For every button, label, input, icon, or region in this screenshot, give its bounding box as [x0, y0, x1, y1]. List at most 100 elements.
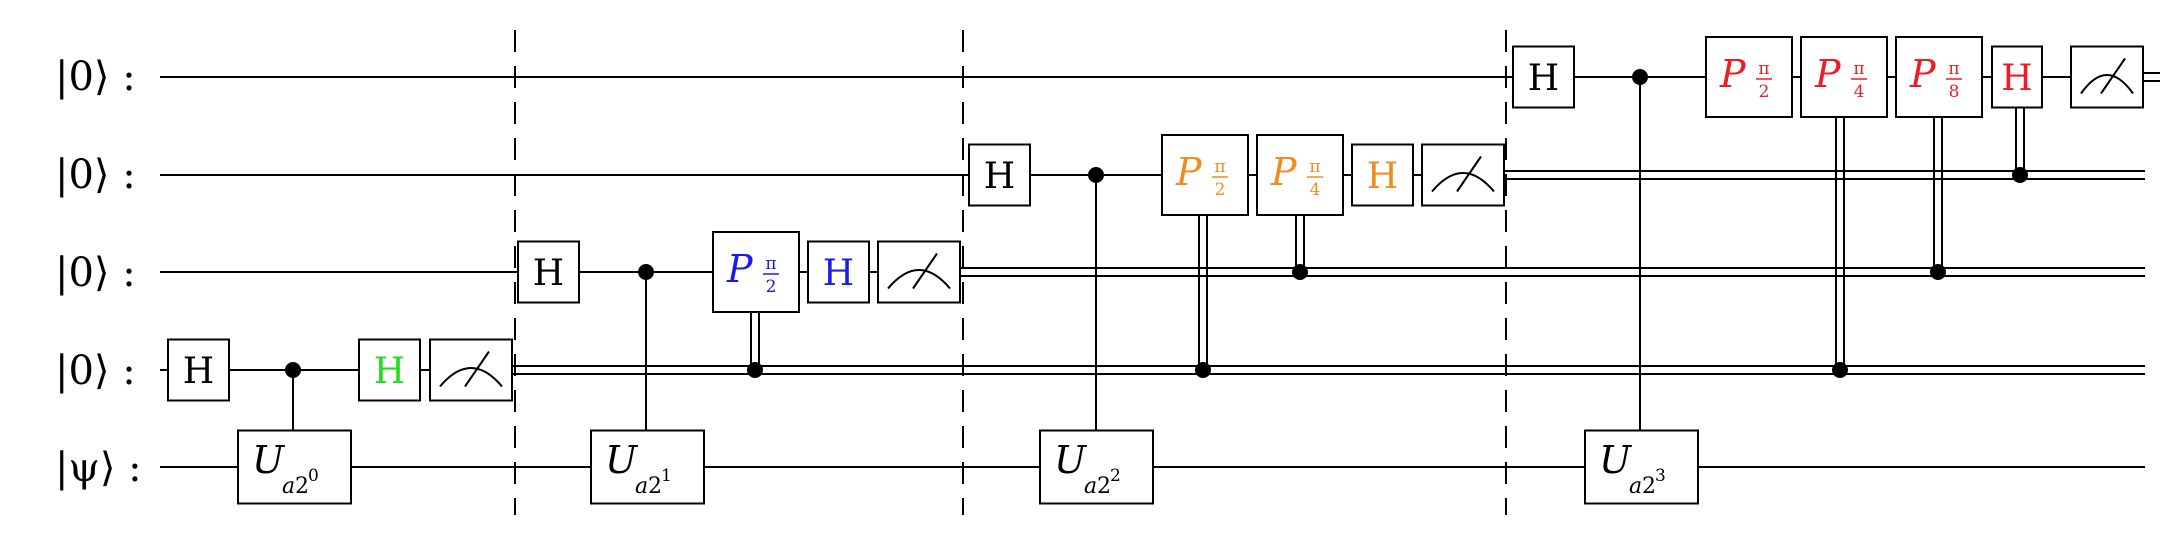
control-dot [1292, 264, 1308, 280]
qubit-label-3: |0⟩ : [55, 348, 136, 394]
control-dots-layer [285, 69, 2028, 378]
gate-label: U [252, 438, 286, 482]
gate-box [167, 338, 230, 402]
gate-superscript: 0 [308, 466, 319, 486]
meter-arc-icon [439, 367, 503, 388]
gate-box [590, 429, 705, 505]
meter-needle-icon [2100, 57, 2126, 95]
gate-label: H [1367, 156, 1398, 197]
hadamard-gate: H [807, 240, 870, 304]
meter-needle-icon [1456, 155, 1482, 193]
control-dot [1195, 362, 1211, 378]
wires-layer [160, 72, 2160, 468]
gate-box [2070, 45, 2144, 109]
measurement-gate [429, 338, 513, 402]
gate-label: P [1719, 52, 1747, 96]
gate-label: P [1175, 150, 1203, 194]
control-dot [747, 362, 763, 378]
gate-label: P [1270, 150, 1298, 194]
hadamard-gate: H [968, 143, 1031, 207]
gate-label: U [605, 438, 639, 482]
gate-fraction-denominator: 8 [1949, 82, 1960, 102]
hadamard-gate: H [1351, 143, 1414, 207]
qubit-label-4: |ψ⟩ : [55, 445, 142, 491]
gate-fraction-numerator: π [1853, 59, 1864, 79]
control-dot [2012, 167, 2028, 183]
control-dot [1632, 69, 1648, 85]
gate-box [1895, 36, 1983, 118]
gate-fraction-denominator: 2 [1215, 180, 1226, 200]
control-dot [638, 264, 654, 280]
gate-box [1800, 36, 1888, 118]
gate-subscript: a [1629, 474, 1642, 499]
meter-arc-icon [887, 269, 951, 290]
gate-box [517, 240, 580, 304]
gate-label: P [1909, 52, 1937, 96]
gate-box [1991, 45, 2043, 109]
gate-subscript: 2 [1642, 474, 1656, 499]
control-dot [1832, 362, 1848, 378]
meter-arc-icon [2080, 74, 2134, 95]
measurement-gate [2070, 45, 2144, 109]
gate-box [877, 240, 961, 304]
barriers-layer [514, 30, 1507, 515]
gate-subscript: 2 [648, 474, 662, 499]
gate-box [1705, 36, 1793, 118]
gate-label: H [183, 351, 214, 392]
gate-box [712, 231, 800, 313]
gate-subscript: 2 [295, 474, 309, 499]
measurement-gate [877, 240, 961, 304]
qubit-label-2: |0⟩ : [55, 250, 136, 296]
hadamard-gate: H [358, 338, 421, 402]
gate-box [429, 338, 513, 402]
gate-fraction-numerator: π [765, 254, 776, 274]
gate-box [1512, 45, 1575, 109]
meter-needle-icon [464, 350, 490, 388]
hadamard-gate: H [517, 240, 580, 304]
gate-label: H [1528, 58, 1559, 99]
gate-box [358, 338, 421, 402]
gate-box [237, 429, 352, 505]
meter-needle-icon [912, 252, 938, 290]
gate-superscript: 3 [1655, 466, 1666, 486]
gate-label: U [1599, 438, 1633, 482]
gate-superscript: 1 [661, 466, 672, 486]
gate-box [1421, 143, 1505, 207]
gate-box [1351, 143, 1414, 207]
gate-subscript: a [635, 474, 648, 499]
gate-fraction-denominator: 4 [1310, 180, 1321, 200]
gate-label: H [823, 253, 854, 294]
control-dot [1930, 264, 1946, 280]
gate-label: H [533, 253, 564, 294]
gate-fraction-numerator: π [1309, 157, 1320, 177]
gate-label: P [1814, 52, 1842, 96]
gate-fraction-denominator: 4 [1854, 82, 1865, 102]
hadamard-gate: H [167, 338, 230, 402]
gate-box [807, 240, 870, 304]
control-dot [285, 362, 301, 378]
gate-fraction-numerator: π [1948, 59, 1959, 79]
gate-fraction-numerator: π [1214, 157, 1225, 177]
gate-label: H [984, 156, 1015, 197]
gate-fraction-numerator: π [1758, 59, 1769, 79]
gate-fraction-denominator: 2 [766, 277, 777, 297]
gate-superscript: 2 [1110, 466, 1121, 486]
measurement-gate [1421, 143, 1505, 207]
qubit-label-1: |0⟩ : [55, 152, 136, 198]
gate-box [1584, 429, 1699, 505]
hadamard-gate: H [1512, 45, 1575, 109]
gate-label: U [1054, 438, 1088, 482]
gate-label: H [2001, 58, 2032, 99]
gate-subscript: 2 [1097, 474, 1111, 499]
gate-box [968, 143, 1031, 207]
gate-label: H [374, 351, 405, 392]
gate-fraction-denominator: 2 [1759, 82, 1770, 102]
